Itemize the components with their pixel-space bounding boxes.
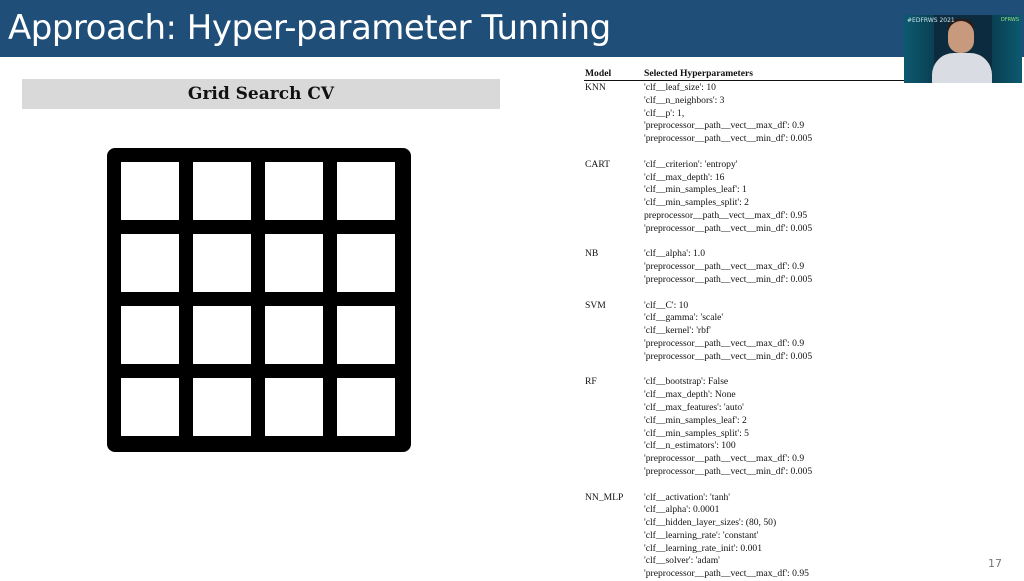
hyperparameter-value: 'clf__min_samples_leaf': 1 — [644, 184, 904, 197]
hyperparameter-value: 'clf__alpha': 1.0 — [644, 248, 904, 261]
table-row: NN_MLP 'clf__activation': 'tanh''clf__alp… — [584, 492, 904, 581]
hyperparameter-value: 'preprocessor__path__vect__max_df': 0.9 — [644, 261, 904, 274]
hyperparameter-value: 'clf__activation': 'tanh' — [644, 492, 904, 505]
grid-cell — [121, 234, 179, 292]
hyperparameter-value: 'clf__min_samples_leaf': 2 — [644, 415, 904, 428]
hyperparameter-value: 'clf__criterion': 'entropy' — [644, 159, 904, 172]
hyperparameter-value: 'clf__kernel': 'rbf' — [644, 325, 904, 338]
table-header-row: Model Selected Hyperparameters — [584, 68, 904, 81]
hyperparameter-value: 'clf__learning_rate_init': 0.001 — [644, 543, 904, 556]
table-row: RF 'clf__bootstrap': False'clf__max_depth… — [584, 376, 904, 478]
hyperparameter-list: 'clf__C': 10'clf__gamma': 'scale''clf__k… — [644, 300, 904, 364]
hyperparameter-value: 'clf__solver': 'adam' — [644, 555, 904, 568]
hyperparameter-list: 'clf__alpha': 1.0'preprocessor__path__ve… — [644, 248, 904, 286]
column-header-model: Model — [585, 68, 611, 80]
hyperparameter-value: 'clf__leaf_size': 10 — [644, 82, 904, 95]
webcam-badge: DFRWS — [1001, 17, 1019, 23]
column-header-hyperparameters: Selected Hyperparameters — [644, 68, 753, 80]
hyperparameter-list: 'clf__leaf_size': 10'clf__n_neighbors': … — [644, 82, 904, 146]
hyperparameter-value: 'clf__p': 1, — [644, 108, 904, 121]
model-name: NN_MLP — [585, 492, 623, 505]
hyperparameter-value: 'preprocessor__path__vect__max_df': 0.9 — [644, 120, 904, 133]
hyperparameter-list: 'clf__activation': 'tanh''clf__alpha': 0… — [644, 492, 904, 581]
model-name: SVM — [585, 300, 606, 313]
hyperparameter-list: 'clf__criterion': 'entropy''clf__max_dep… — [644, 159, 904, 236]
hyperparameter-value: 'clf__hidden_layer_sizes': (80, 50) — [644, 517, 904, 530]
webcam-watermark: #EDFRWS 2021 — [907, 17, 955, 24]
hyperparameter-value: 'preprocessor__path__vect__min_df': 0.00… — [644, 133, 904, 146]
grid-cell — [265, 234, 323, 292]
grid-cell — [121, 378, 179, 436]
grid-icon — [107, 148, 411, 452]
hyperparameter-value: 'preprocessor__path__vect__min_df': 0.00… — [644, 223, 904, 236]
hyperparameter-value: 'clf__max_depth': 16 — [644, 172, 904, 185]
grid-cell — [337, 306, 395, 364]
grid-cell — [337, 234, 395, 292]
presenter-webcam: #EDFRWS 2021 DFRWS — [904, 15, 1022, 83]
hyperparameter-value: 'clf__learning_rate': 'constant' — [644, 530, 904, 543]
grid-cell — [121, 162, 179, 220]
hyperparameter-value: 'preprocessor__path__vect__max_df': 0.9 — [644, 338, 904, 351]
table-body: KNN 'clf__leaf_size': 10'clf__n_neighbors… — [584, 82, 904, 581]
hyperparameter-value: 'clf__max_depth': None — [644, 389, 904, 402]
hyperparameter-value: 'clf__max_features': 'auto' — [644, 402, 904, 415]
grid-cell — [193, 378, 251, 436]
hyperparameter-value: 'preprocessor__path__vect__max_df': 0.9 — [644, 453, 904, 466]
grid-cell — [337, 162, 395, 220]
grid-search-heading-box: Grid Search CV — [22, 79, 500, 109]
hyperparameter-value: 'clf__n_neighbors': 3 — [644, 95, 904, 108]
webcam-background-right — [992, 15, 1022, 83]
grid-cell — [193, 162, 251, 220]
hyperparameter-value: 'clf__bootstrap': False — [644, 376, 904, 389]
hyperparameter-value: preprocessor__path__vect__max_df': 0.95 — [644, 210, 904, 223]
hyperparameter-value: 'preprocessor__path__vect__max_df': 0.95 — [644, 568, 904, 581]
hyperparameter-value: 'clf__alpha': 0.0001 — [644, 504, 904, 517]
hyperparameter-value: 'clf__min_samples_split': 2 — [644, 197, 904, 210]
hyperparameter-list: 'clf__bootstrap': False'clf__max_depth':… — [644, 376, 904, 478]
hyperparameter-value: 'preprocessor__path__vect__min_df': 0.00… — [644, 466, 904, 479]
slide-title: Approach: Hyper-parameter Tunning — [8, 6, 611, 50]
grid-cell — [265, 162, 323, 220]
webcam-background-left — [904, 15, 934, 83]
model-name: KNN — [585, 82, 606, 95]
grid-cell — [337, 378, 395, 436]
grid-cell — [265, 378, 323, 436]
hyperparameter-value: 'clf__C': 10 — [644, 300, 904, 313]
presenter-head — [948, 21, 974, 53]
grid-cell — [193, 306, 251, 364]
slide-page-number: 17 — [988, 557, 1002, 570]
hyperparameter-value: 'clf__gamma': 'scale' — [644, 312, 904, 325]
presenter-body — [932, 53, 992, 83]
table-row: KNN 'clf__leaf_size': 10'clf__n_neighbors… — [584, 82, 904, 146]
model-name: CART — [585, 159, 610, 172]
hyperparameter-value: 'clf__min_samples_split': 5 — [644, 428, 904, 441]
grid-search-heading: Grid Search CV — [22, 79, 500, 109]
table-row: SVM 'clf__C': 10'clf__gamma': 'scale''clf… — [584, 300, 904, 364]
model-name: RF — [585, 376, 597, 389]
hyperparameter-value: 'clf__n_estimators': 100 — [644, 440, 904, 453]
hyperparameter-value: 'preprocessor__path__vect__min_df': 0.00… — [644, 351, 904, 364]
table-row: NB'clf__alpha': 1.0'preprocessor__path__… — [584, 248, 904, 286]
grid-cell — [121, 306, 179, 364]
grid-cell — [265, 306, 323, 364]
table-row: CART 'clf__criterion': 'entropy''clf__max… — [584, 159, 904, 236]
slide-title-bar: Approach: Hyper-parameter Tunning — [0, 0, 1024, 57]
model-name: NB — [585, 248, 598, 261]
hyperparameter-table: Model Selected Hyperparameters KNN 'clf__… — [584, 68, 904, 581]
hyperparameter-value: 'preprocessor__path__vect__min_df': 0.00… — [644, 274, 904, 287]
grid-cell — [193, 234, 251, 292]
